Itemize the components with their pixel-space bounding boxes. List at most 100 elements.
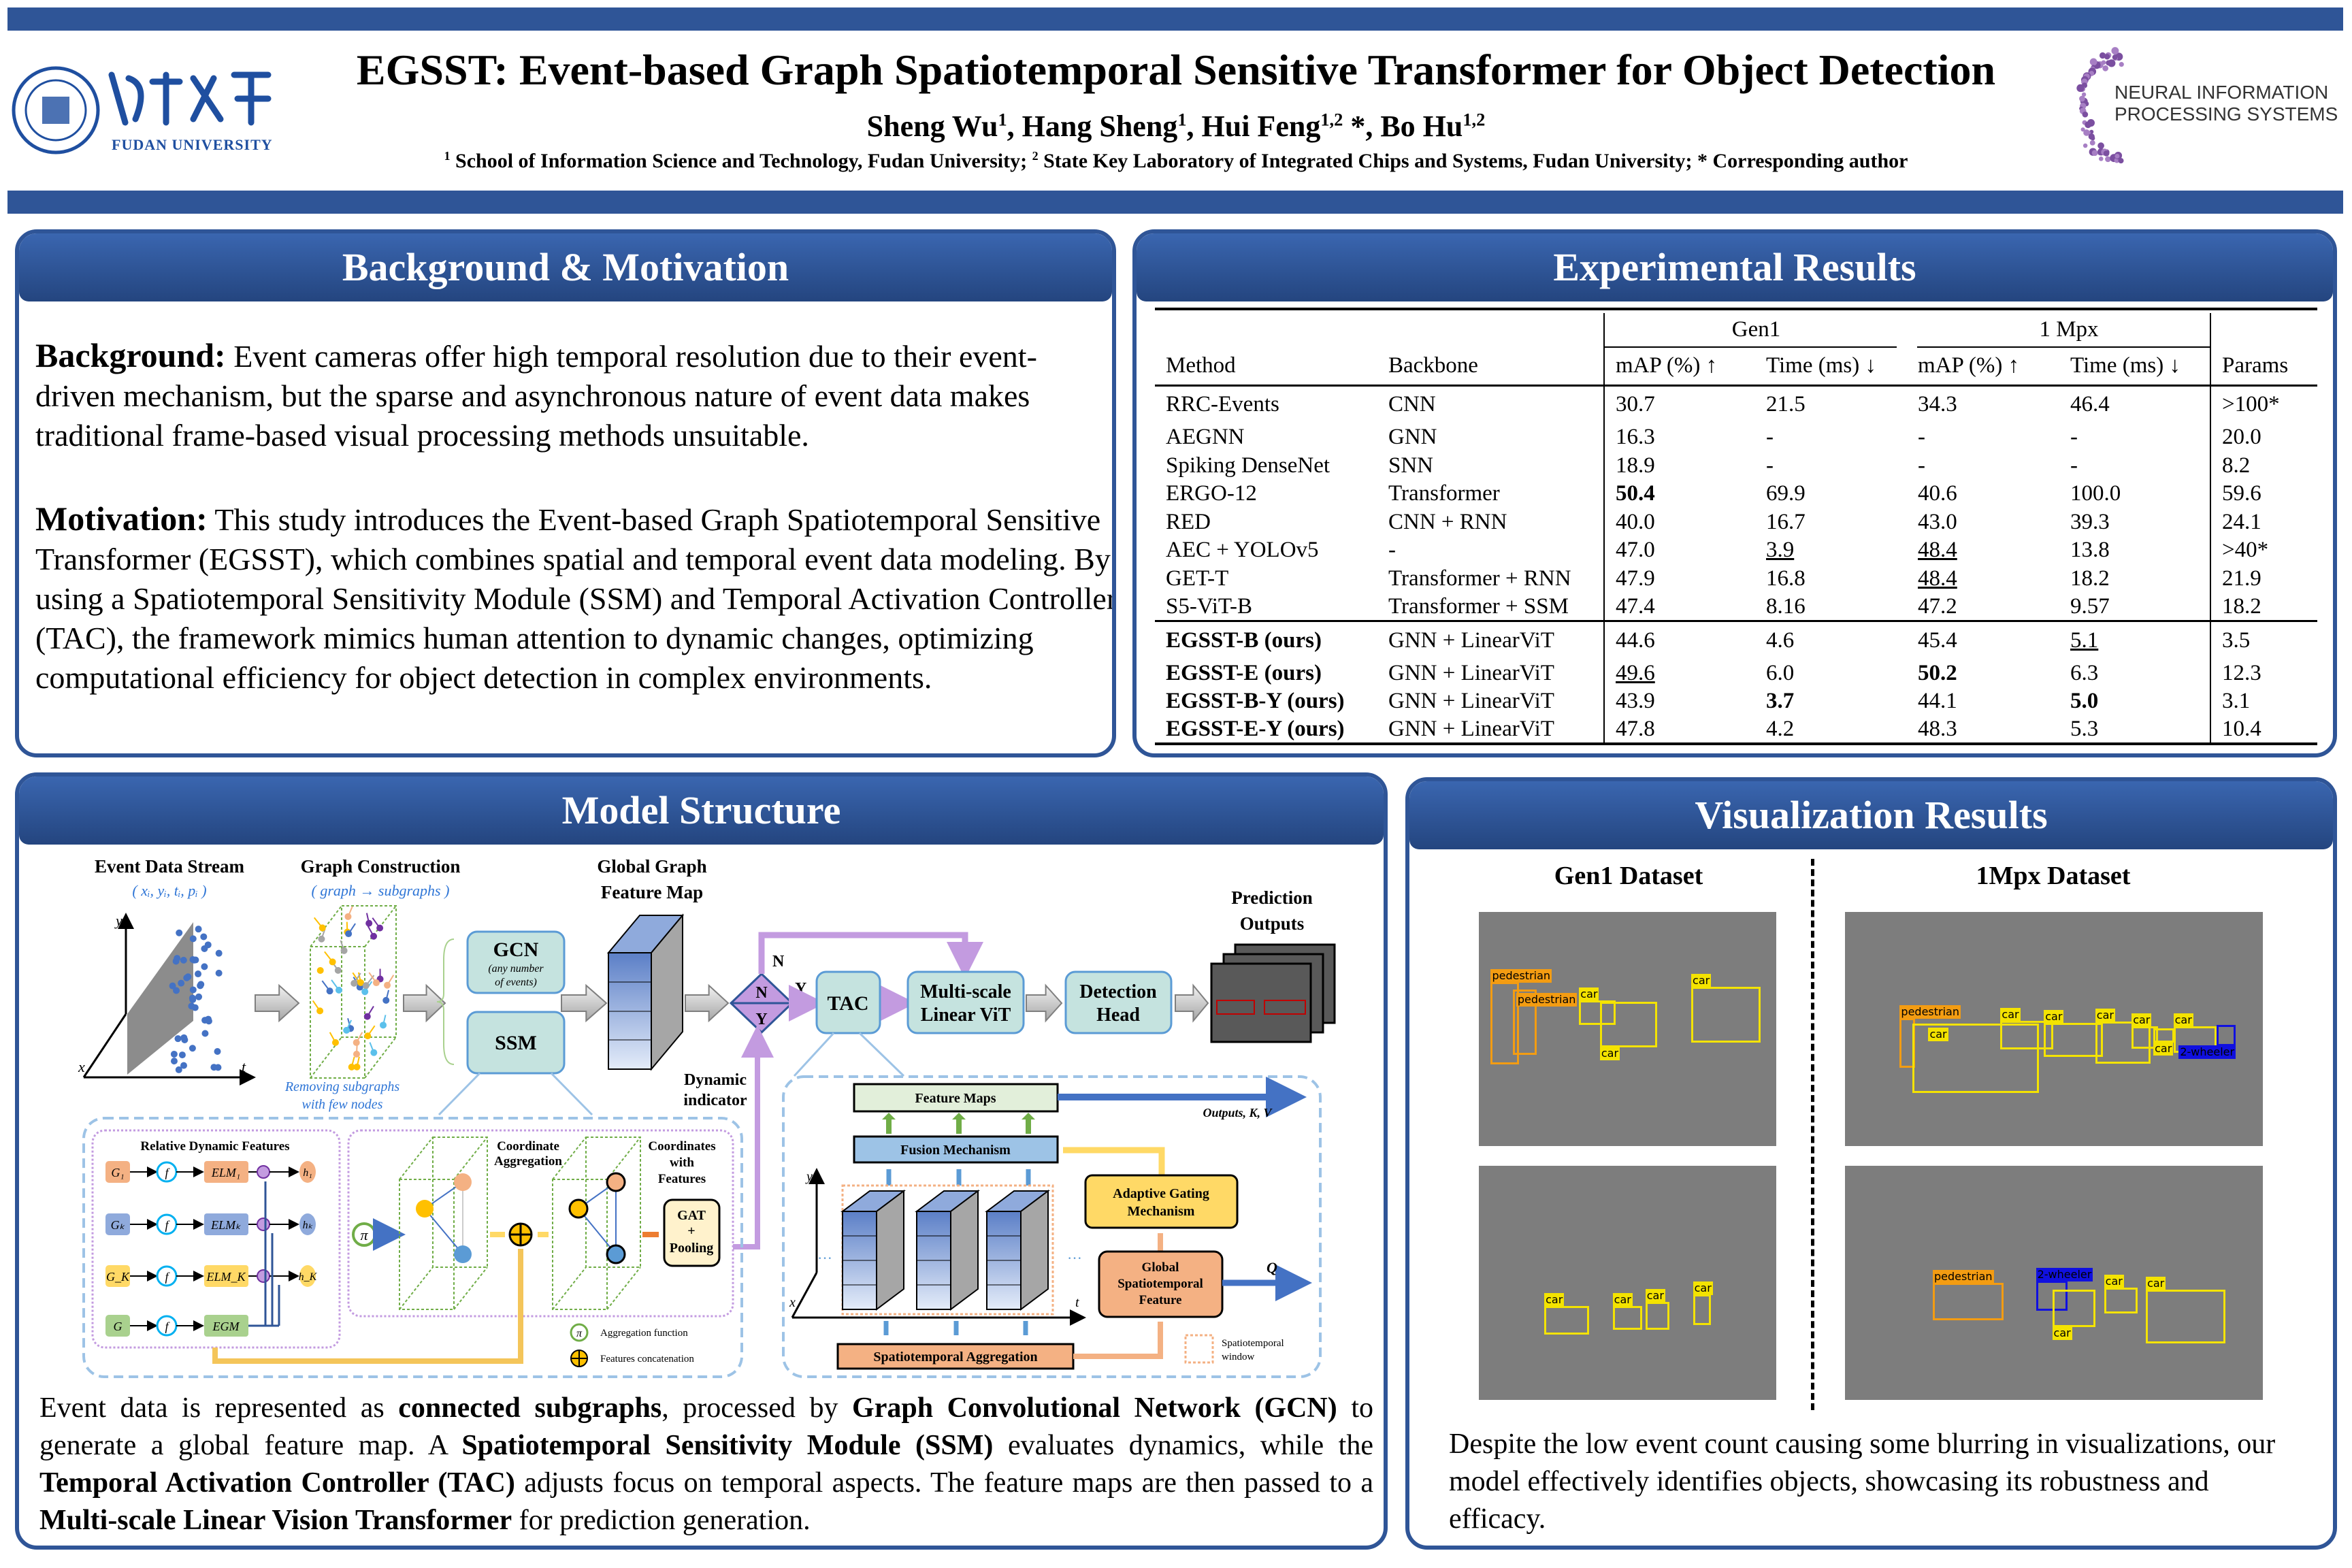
table-cell: 4.2 [1766,716,1795,741]
background-paragraph: Background: Event cameras offer high tem… [35,336,1104,455]
dynamic-decision-diamond: N Y [729,972,794,1034]
detection-label: car [2095,1009,2115,1023]
fudan-seal-icon: FUDAN UNIVERSITY [12,66,272,154]
dataset-divider [1811,859,1814,1410]
author-affiliation: 1 [1177,109,1187,130]
adaptive-gating-label: Adaptive Gating [1113,1186,1209,1201]
table-cell: 5.3 [2070,716,2099,741]
graph-node [343,1026,350,1034]
spatiotemporal-cubes [840,1190,1050,1311]
function-label: f [165,1320,170,1333]
event-dot [180,1034,188,1041]
event-dot [200,933,208,941]
detection-box: car [2000,1007,2054,1049]
adaptive-gating-box: Adaptive Gating Mechanism [1084,1174,1239,1229]
table-cell: 44.1 [1918,689,1957,714]
table-cell: GNN + LinearViT [1388,627,1554,653]
event-dot [178,979,185,987]
tac-label: TAC [827,992,868,1015]
gat-label: GAT [677,1208,706,1223]
visualization-caption: Despite the low event count causing some… [1449,1428,2276,1535]
axis-t-label: t [242,1058,246,1075]
detection-box: pedestrian [1490,969,1552,1064]
axis-x-label: x [789,1295,796,1310]
detection-box: car [2104,1274,2138,1313]
event-dot [175,1066,182,1073]
coordinate-cube-1 [399,1137,488,1310]
relative-dynamic-features-label: Relative Dynamic Features [140,1139,289,1154]
table-cell: - [1766,453,1774,478]
table-cell: 40.0 [1603,508,1755,536]
coordinate-aggregation-label: Aggregation [494,1154,562,1169]
spatiotemporal-window [841,1184,1054,1316]
table-cell: - [1918,453,1926,478]
event-dot [174,1035,182,1043]
detection-label: car [1645,1288,1665,1303]
event-dots [169,926,223,1073]
table-cell: RED [1166,509,1211,534]
table-cell: 18.9 [1603,451,1755,480]
concat-icon [508,1222,533,1247]
mpx-visualization-2: pedestrian 2-wheeler car car car [1845,1166,2263,1400]
table-cell: GNN + LinearViT [1388,716,1554,741]
coordinates-with-features-label: Features [658,1172,706,1186]
output-label: h_K [299,1271,318,1283]
elm-block [204,1315,248,1337]
event-dot [215,969,223,977]
visualization-panel: Visualization Results [1405,777,2337,1550]
detection-label: car [2173,1013,2193,1027]
caption-bold: Graph Convolutional Network (GCN) [852,1392,1337,1424]
table-cell: 48.4 [1918,538,1957,563]
detection-label: pedestrian [1932,1270,1994,1284]
msvit-label: Multi-scale [920,981,1011,1002]
table-cell: 39.3 [2070,509,2110,534]
detection-box: pedestrian [1932,1270,2004,1321]
author-affiliation: 1 [998,109,1007,130]
table-cell: Transformer [1388,481,1500,506]
column-header: Backbone [1388,353,1478,378]
detection-box: car [1693,1281,1713,1325]
fusion-mechanism-label: Fusion Mechanism [900,1143,1011,1158]
gat-pooling-box: GAT + Pooling [663,1198,721,1267]
flow-arrow [685,983,730,1023]
panel-title: Model Structure [19,777,1384,845]
caption-bold: Temporal Activation Controller (TAC) [39,1467,515,1499]
legend: π Aggregation function Features concaten… [570,1323,694,1367]
event-stream-label: Event Data Stream [95,856,244,877]
branch-y-label: Y [795,980,806,998]
table-cell: 16.8 [1766,566,1806,591]
table-cell: EGSST-E (ours) [1166,660,1322,685]
feature-maps-box: Feature Maps [853,1083,1059,1113]
event-dot [188,1002,195,1010]
detection-box: 2-wheeler [2178,1025,2236,1059]
detection-box: car [2052,1290,2096,1341]
table-cell: 6.0 [1766,660,1795,685]
author-affiliation: 1,2 [1463,109,1486,130]
column-header: Params [2210,347,2318,385]
event-dot [170,1050,178,1058]
detection-label: pedestrian [1899,1005,1961,1019]
table-cell: 50.2 [1918,660,1957,685]
table-cell: >40* [2210,536,2318,565]
spatiotemporal-aggregation-box: Spatiotemporal Aggregation [836,1343,1075,1370]
background-label: Background: [35,336,226,374]
column-header: mAP (%) ↑ [1603,347,1755,385]
legend-features-concatenation: Features concatenation [600,1354,694,1365]
column-header: Method [1166,353,1236,378]
elm-label: ELM_K [206,1270,246,1284]
detection-box: car [2132,1013,2159,1049]
caption-bold: connected subgraphs [398,1392,662,1424]
function-label: f [165,1218,170,1232]
detection-label: car [2132,1013,2152,1027]
input-label: G [114,1320,122,1333]
table-cell: GNN + LinearViT [1388,660,1554,685]
event-dot [183,974,191,981]
event-dot [214,1047,221,1055]
table-cell: 45.4 [1918,627,1957,653]
fudan-logo: FUDAN UNIVERSITY [10,61,295,163]
detection-box: car [1599,1002,1658,1060]
feature-map-label: Feature Map [601,882,703,902]
